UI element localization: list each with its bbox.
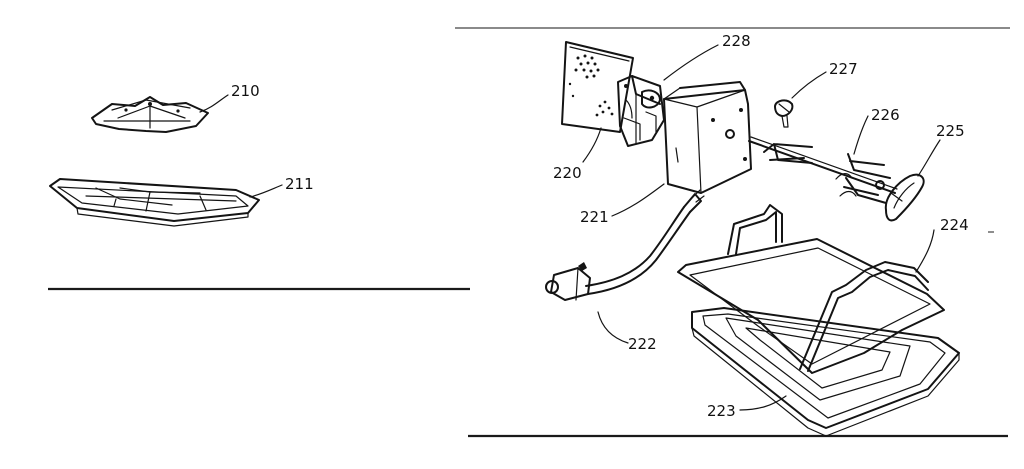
leader-224 [915, 229, 935, 273]
part-220-illustration [561, 41, 634, 133]
part-label-226: 226 [871, 106, 900, 124]
leader-221 [611, 183, 665, 217]
part-label-222: 222 [628, 335, 657, 353]
part-210-illustration [91, 96, 209, 133]
part-211-illustration [49, 178, 260, 227]
part-label-221: 221 [580, 208, 609, 226]
part-label-224: 224 [940, 216, 969, 234]
part-label-220: 220 [553, 164, 582, 182]
part-224-illustration [677, 204, 945, 374]
leader-226 [853, 115, 869, 155]
part-label-227: 227 [829, 60, 858, 78]
part-228-illustration [617, 75, 665, 147]
leader-220 [582, 127, 602, 163]
part-222-illustration [545, 189, 705, 301]
part-label-225: 225 [936, 122, 965, 140]
part-223-illustration [691, 307, 960, 437]
part-label-228: 228 [722, 32, 751, 50]
part-226-illustration [748, 136, 898, 204]
leader-227 [791, 71, 827, 99]
leader-228 [663, 44, 719, 81]
leader-225 [917, 139, 941, 177]
part-label-210: 210 [231, 82, 260, 100]
part-label-211: 211 [285, 175, 314, 193]
part-225-illustration [884, 173, 925, 222]
leader-211 [249, 184, 283, 198]
part-227-illustration [774, 99, 794, 128]
leader-223 [739, 395, 787, 411]
part-label-223: 223 [707, 402, 736, 420]
leader-222 [597, 311, 629, 344]
part-221-illustration [663, 81, 752, 194]
leader-210 [199, 94, 229, 113]
